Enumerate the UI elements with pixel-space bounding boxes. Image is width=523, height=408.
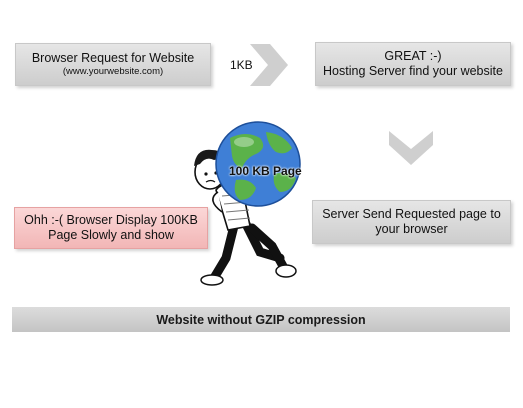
diagram-caption-bar: Website without GZIP compression bbox=[12, 307, 510, 332]
transfer-size-label: 1KB bbox=[230, 58, 253, 72]
server-send-line2: your browser bbox=[375, 222, 448, 236]
browser-display-line2: Page Slowly and show bbox=[48, 228, 174, 242]
person-carrying-globe-illustration bbox=[194, 121, 301, 286]
globe-page-size-label: 100 KB Page bbox=[229, 164, 302, 178]
hosting-server-title: GREAT :-) bbox=[384, 49, 442, 63]
browser-request-title: Browser Request for Website bbox=[31, 51, 195, 65]
down-arrow-icon bbox=[389, 131, 433, 165]
right-arrow-icon bbox=[250, 44, 288, 86]
browser-display-box: Ohh :-( Browser Display 100KB Page Slowl… bbox=[14, 207, 208, 249]
server-send-box: Server Send Requested page to your brows… bbox=[312, 200, 511, 244]
browser-display-line1: Ohh :-( Browser Display 100KB bbox=[24, 213, 198, 227]
hosting-server-text: Hosting Server find your website bbox=[323, 64, 503, 78]
server-send-line1: Server Send Requested page to bbox=[322, 207, 501, 221]
browser-request-box: Browser Request for Website (www.yourweb… bbox=[15, 43, 211, 86]
hosting-server-box: GREAT :-) Hosting Server find your websi… bbox=[315, 42, 511, 86]
browser-request-url: (www.yourwebsite.com) bbox=[62, 66, 164, 77]
